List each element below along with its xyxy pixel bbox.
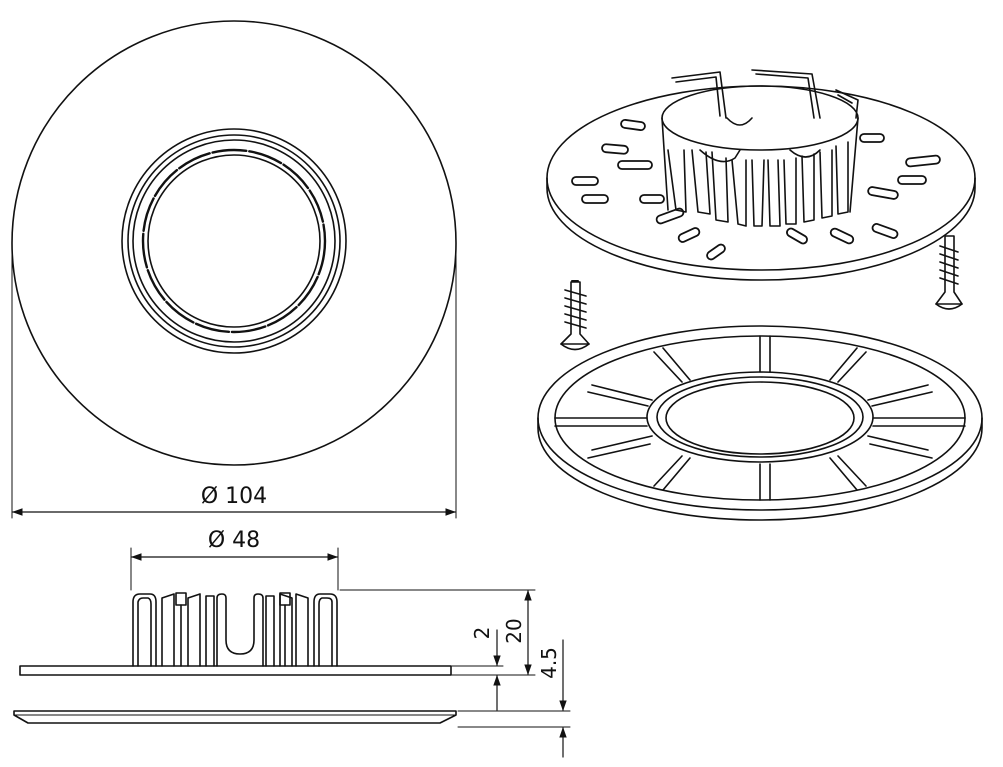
iso-support-plate — [546, 69, 976, 281]
plate-thickness-label: 2 — [470, 627, 494, 640]
collar-profile — [132, 592, 338, 667]
collar-inner-ring — [141, 148, 327, 334]
collar-outer-ring — [121, 128, 347, 354]
support-plate — [19, 665, 452, 676]
collar-diameter-label: Ø 48 — [208, 528, 260, 553]
base-height-label: 4.5 — [537, 647, 561, 679]
outer-disc — [11, 20, 457, 466]
dimension-outer-diameter: Ø 104 — [11, 254, 457, 519]
base-plate — [13, 710, 457, 724]
collar-ring-2 — [127, 134, 341, 348]
top-view — [11, 20, 457, 466]
dimension-vertical — [339, 589, 571, 758]
screw-left — [560, 280, 590, 351]
ring-spokes — [554, 335, 966, 501]
iso-collar — [661, 69, 859, 227]
screw-right — [935, 235, 963, 310]
collar-ring-3 — [132, 139, 336, 343]
collar-bore — [147, 154, 321, 328]
collar-height-label: 20 — [502, 618, 526, 643]
iso-base-ring — [537, 325, 983, 521]
plate-slots — [571, 118, 941, 261]
side-view: Ø 48 2 20 4.5 — [13, 528, 571, 758]
dimension-collar-diameter: Ø 48 — [130, 528, 339, 591]
outer-diameter-label: Ø 104 — [201, 484, 267, 509]
